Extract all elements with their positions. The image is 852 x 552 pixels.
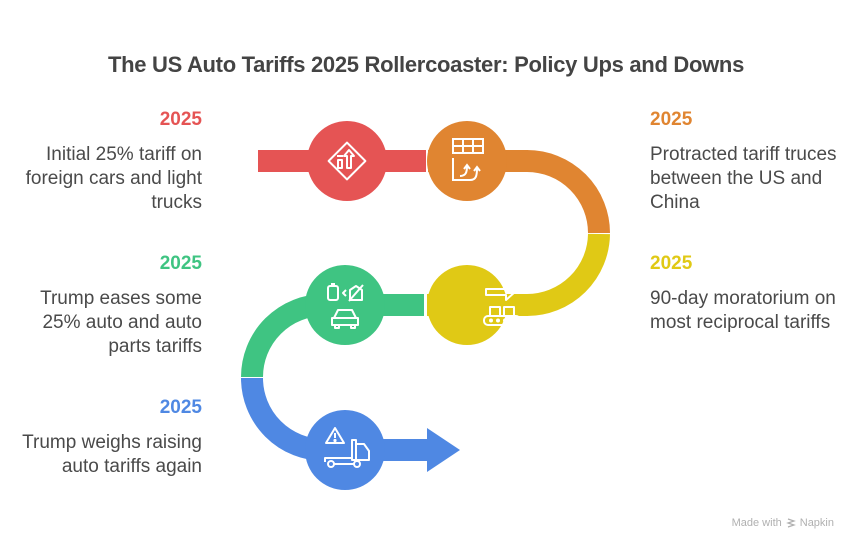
watermark-brand: Napkin	[799, 517, 834, 529]
car-battery-parts-icon	[327, 283, 364, 329]
step-description: Protracted tariff truces between the US …	[650, 144, 837, 213]
step-year: 2025	[650, 109, 693, 130]
step-year: 2025	[159, 397, 202, 418]
segment-orange	[427, 121, 610, 234]
step-description: Trump eases some 25% auto and auto parts…	[40, 288, 202, 357]
step-description: Trump weighs raising auto tariffs again	[22, 432, 202, 477]
step-year: 2025	[650, 253, 693, 274]
road-sign-merge-icon	[327, 141, 367, 181]
step-4-eases-tariffs: 2025 Trump eases some 25% auto and auto …	[12, 253, 202, 359]
segment-blue	[241, 377, 460, 490]
step-1-initial-tariff: 2025 Initial 25% tariff on foreign cars …	[12, 109, 202, 215]
step-description: Initial 25% tariff on foreign cars and l…	[25, 144, 202, 213]
truck-warning-icon	[324, 427, 370, 468]
table-growth-arrows-icon	[452, 138, 484, 181]
step-5-raising-again: 2025 Trump weighs raising auto tariffs a…	[12, 397, 202, 479]
segment-green	[241, 265, 424, 378]
watermark-prefix: Made with	[731, 517, 782, 529]
conveyor-belt-arrow-icon	[483, 283, 521, 326]
napkin-watermark: Made with Napkin	[732, 517, 834, 529]
step-description: 90-day moratorium on most reciprocal tar…	[650, 288, 836, 333]
step-year: 2025	[159, 109, 202, 130]
step-year: 2025	[159, 253, 202, 274]
step-2-tariff-truces: 2025 Protracted tariff truces between th…	[650, 109, 840, 215]
napkin-logo-icon	[785, 518, 796, 528]
step-3-moratorium: 2025 90-day moratorium on most reciproca…	[650, 253, 840, 335]
page-title: The US Auto Tariffs 2025 Rollercoaster: …	[107, 52, 745, 77]
